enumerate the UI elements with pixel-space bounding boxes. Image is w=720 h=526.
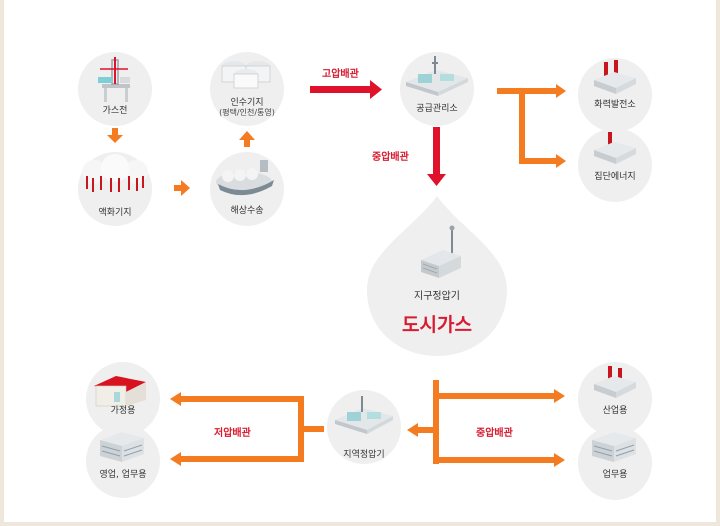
node-thermal: 화력발전소 <box>578 58 652 132</box>
arrow-medium-pressure-bottom <box>407 380 565 467</box>
label-business: 영업, 업무용 <box>99 470 147 480</box>
label-low-pressure: 저압배관 <box>214 428 251 439</box>
arrow-gasfield-to-liquefaction <box>107 128 123 143</box>
power-plant-icon <box>594 60 636 94</box>
label-high-pressure: 고압배관 <box>322 69 359 80</box>
node-shipping: 해상수송 <box>210 152 284 226</box>
label-medium-pressure-top: 중압배관 <box>372 152 409 163</box>
house-icon <box>94 376 146 407</box>
node-industrial: 산업용 <box>578 362 652 436</box>
lng-tanks-icon <box>82 154 148 192</box>
district-energy-icon <box>594 132 636 164</box>
label-shipping: 해상수송 <box>230 206 264 216</box>
node-liquefaction: 액화기지 <box>78 152 152 226</box>
label-supply: 공급관리소 <box>416 104 458 114</box>
arrow-supply-to-consumers <box>497 84 566 168</box>
factory-icon <box>594 366 636 398</box>
label-industrial: 산업용 <box>602 406 628 416</box>
lng-ship-icon <box>216 160 274 196</box>
label-district: 집단에너지 <box>594 172 636 182</box>
supply-facility-icon <box>406 56 468 96</box>
arrow-high-pressure <box>310 80 382 99</box>
label-city-gas: 도시가스 <box>402 314 472 336</box>
office-tower-icon <box>592 432 636 462</box>
regional-governor-icon <box>335 396 393 434</box>
label-home: 가정용 <box>110 406 136 416</box>
label-gas-field: 가스전 <box>102 106 128 116</box>
node-gas-field: 가스전 <box>78 52 152 126</box>
arrow-medium-pressure-down <box>427 127 446 186</box>
frame-right <box>716 0 720 526</box>
node-regional-governor: 지역정압기 <box>327 390 401 464</box>
label-receiving: 인수기지 <box>230 98 264 108</box>
label-governor-station: 지구정압기 <box>414 291 460 302</box>
label-liquefaction: 액화기지 <box>98 208 132 218</box>
node-receiving: 인수기지 (평택/인천/통영) <box>210 52 284 126</box>
governor-station-icon <box>421 225 461 278</box>
arrow-shipping-to-receiving <box>239 131 255 147</box>
frame-bottom <box>0 522 720 526</box>
label-regional-governor: 지역정압기 <box>343 450 385 460</box>
label-receiving-sub: (평택/인천/통영) <box>219 108 275 117</box>
node-home: 가정용 <box>86 362 160 436</box>
node-supply: 공급관리소 <box>400 52 474 126</box>
arrow-low-pressure <box>170 392 324 466</box>
label-medium-pressure-bottom: 중압배관 <box>476 428 513 439</box>
arrow-liquefaction-to-shipping <box>174 180 190 196</box>
label-thermal: 화력발전소 <box>594 100 636 110</box>
office-building-icon <box>100 432 144 462</box>
label-office: 업무용 <box>602 470 628 480</box>
city-gas-drop <box>367 196 507 356</box>
storage-tanks-icon <box>221 61 271 89</box>
node-business: 영업, 업무용 <box>86 424 160 498</box>
frame-left <box>0 0 4 526</box>
node-office: 업무용 <box>578 426 652 500</box>
offshore-platform-icon <box>98 57 130 102</box>
node-district: 집단에너지 <box>578 128 652 202</box>
